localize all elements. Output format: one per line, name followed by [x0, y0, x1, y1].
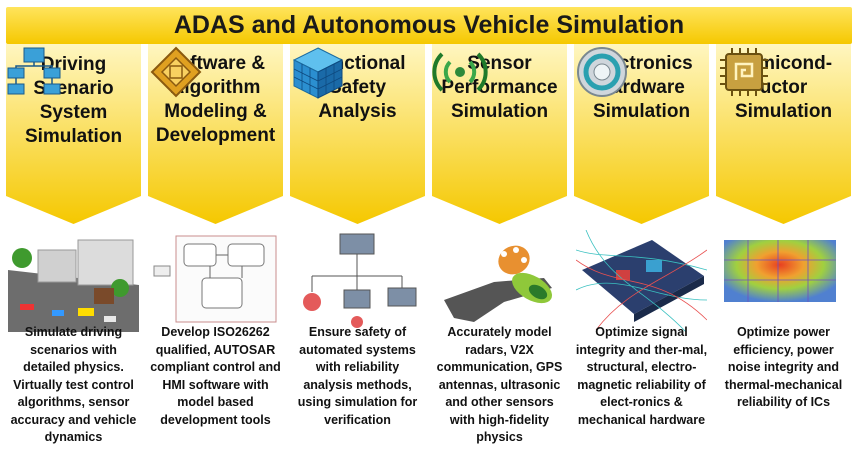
column-description: Optimize signal integrity and ther-mal, … [575, 325, 708, 427]
chevron-card: Software & Algorithm Modeling & Developm… [148, 44, 283, 224]
pcb-field-image [576, 230, 707, 332]
ic-thermal-map-image [718, 230, 849, 332]
cube-icon [292, 47, 344, 99]
chevron-card: Sensor Performance Simulation [432, 44, 567, 224]
chevron-card: Semicond-uctor Simulation [716, 44, 851, 224]
antenna-pattern-image [434, 230, 565, 332]
banner-title: ADAS and Autonomous Vehicle Simulation [6, 7, 852, 44]
column-description: Optimize power efficiency, power noise i… [724, 325, 843, 409]
fault-tree-image [292, 230, 423, 332]
column-software-algorithm: Software & Algorithm Modeling & Developm… [148, 44, 283, 455]
column-functional-safety: Functional Safety Analysis Ensure safety… [290, 44, 425, 455]
diamond-chip-icon [150, 46, 202, 98]
column-electronics-hardware: Electronics Hardware Simulation Optimize… [574, 44, 709, 455]
column-description: Accurately model radars, V2X communicati… [436, 325, 563, 444]
signal-waves-icon [432, 52, 488, 92]
column-description: Ensure safety of automated systems with … [297, 325, 418, 427]
ring-icon [577, 47, 627, 97]
chevron-card: Electronics Hardware Simulation [574, 44, 709, 224]
software-model-image [150, 230, 281, 332]
column-description: Develop ISO26262 qualified, AUTOSAR comp… [150, 325, 281, 427]
flowchart-icon [7, 47, 61, 95]
column-description: Simulate driving scenarios with detailed… [10, 325, 137, 444]
chevron-card: Functional Safety Analysis [290, 44, 425, 224]
chevron-card: Driving Scenario System Simulation [6, 44, 141, 224]
column-driving-scenario: Driving Scenario System Simulation Simul… [6, 44, 141, 455]
column-sensor-performance: Sensor Performance Simulation Accurately… [432, 44, 567, 455]
driving-scene-image [8, 230, 139, 332]
chip-icon [720, 48, 768, 96]
column-semiconductor: Semicond-uctor Simulation Optimize power… [716, 44, 851, 455]
